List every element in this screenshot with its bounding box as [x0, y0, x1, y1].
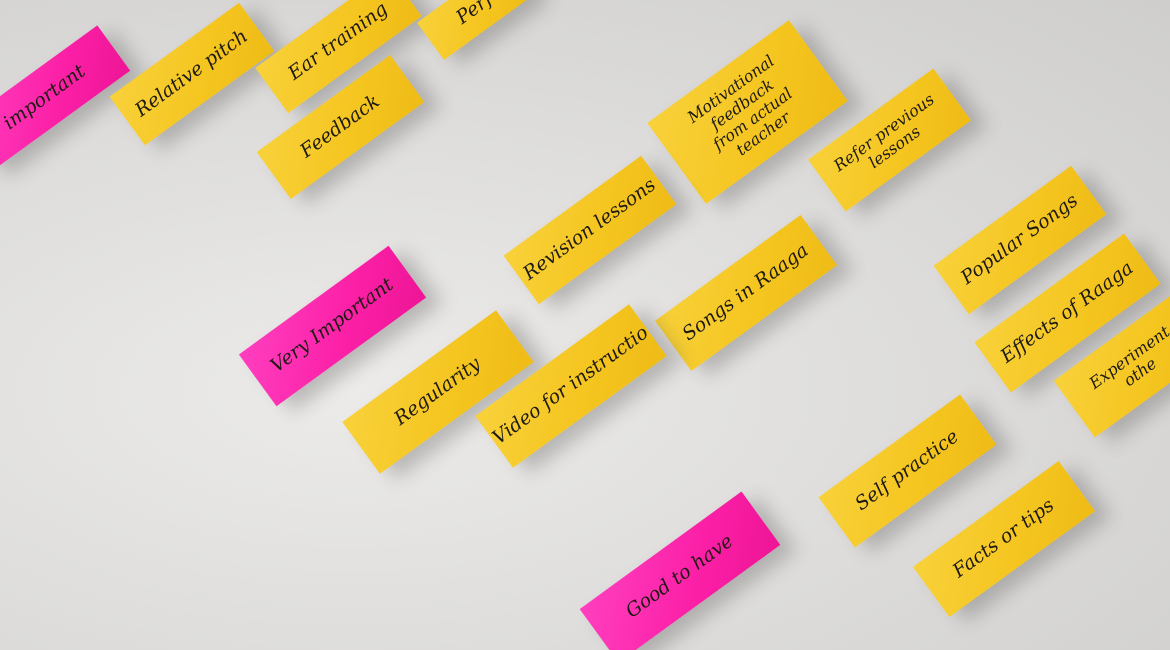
note-label: important: [0, 60, 90, 135]
note-label: Relative pitch: [131, 25, 252, 122]
note-label: Songs in Raaga: [678, 239, 813, 346]
note-label: Motivational feedback from actual teache…: [683, 51, 796, 160]
note-label: Regularity: [390, 352, 485, 430]
note-motivational-feedback: Motivational feedback from actual teache…: [647, 20, 848, 204]
note-label: Experiment othe: [1085, 321, 1170, 393]
note-revision-lessons: Revision lessons: [503, 155, 677, 305]
note-songs-in-raaga: Songs in Raaga: [654, 215, 838, 371]
note-label: Perf: [452, 0, 497, 29]
note-label: Good to have: [621, 530, 738, 623]
note-label: Feedback: [296, 90, 384, 163]
note-label: Very Important: [266, 273, 398, 378]
note-label: Facts or tips: [948, 494, 1059, 583]
note-good-to-have: Good to have: [579, 491, 781, 650]
note-label: Revision lessons: [519, 173, 660, 285]
note-relative-pitch: Relative pitch: [109, 2, 275, 146]
note-label: Popular Songs: [956, 189, 1083, 290]
note-perfect-partial: Perf: [416, 0, 534, 60]
note-label: Refer previous lessons: [829, 89, 938, 175]
note-label: Self practice: [851, 425, 963, 516]
